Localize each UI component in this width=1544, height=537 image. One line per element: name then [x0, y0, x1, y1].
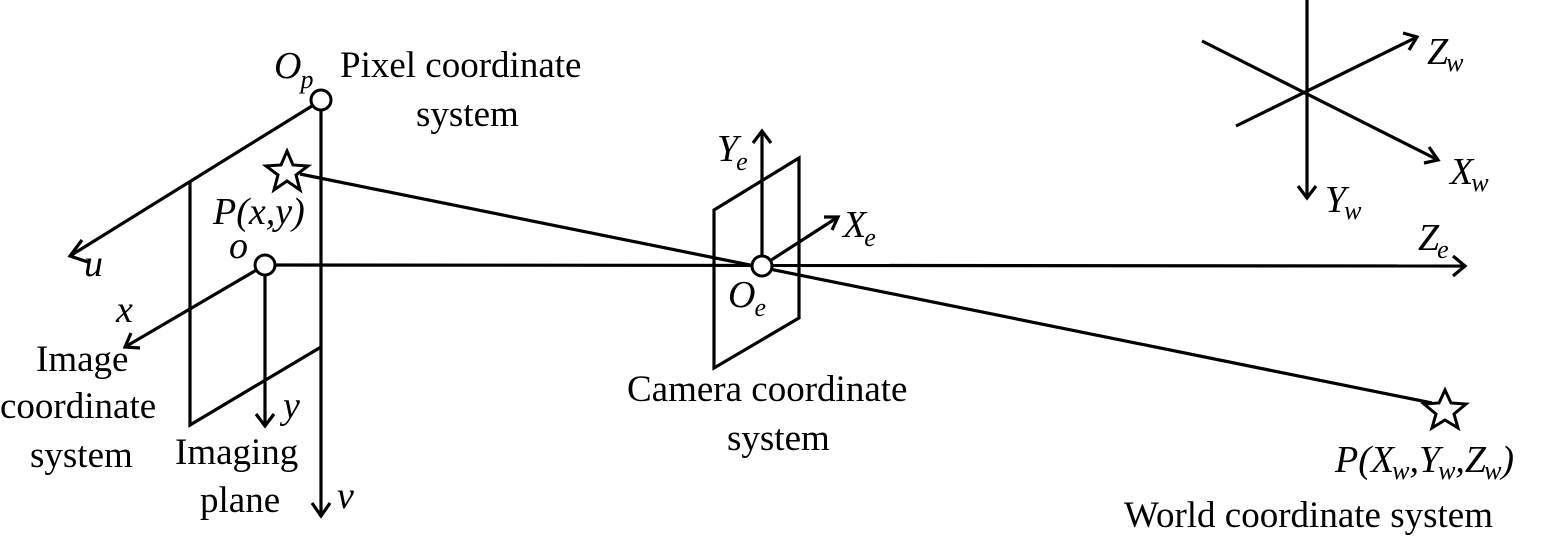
world-xw-axis [1201, 39, 1439, 162]
xe-axis-arrowhead [824, 215, 841, 231]
image-system-label-2: coordinate [0, 386, 156, 427]
optical-axis [264, 263, 1466, 268]
xe-axis-label: Xe [841, 204, 876, 252]
v-axis-label: v [337, 475, 354, 517]
ze-axis-label: Ze [1418, 217, 1449, 264]
camera-origin-marker [750, 254, 774, 278]
ye-axis-label: Ye [717, 128, 748, 176]
y-axis-arrowhead [254, 413, 276, 429]
imaging-plane-label-2: plane [200, 480, 280, 521]
image-origin-marker [253, 253, 277, 277]
imaging-plane-label-1: Imaging [175, 432, 298, 473]
image-origin-label: o [229, 225, 248, 267]
pixel-origin-marker [309, 88, 333, 112]
world-system-label: World coordinate system [1124, 495, 1493, 536]
camera-origin-label: Oe [728, 274, 766, 322]
x-axis-arrowhead [122, 332, 141, 350]
yw-axis-label: Yw [1325, 179, 1362, 225]
ye-axis-arrowhead [751, 128, 773, 144]
camera-system-label-2: system [727, 418, 830, 459]
camera-system-label-1: Camera coordinate [627, 369, 907, 410]
x-axis [124, 263, 266, 349]
v-axis-arrowhead [310, 502, 332, 519]
u-axis-label: u [84, 243, 103, 285]
world-xw-arrowhead [1423, 146, 1441, 165]
xw-axis-label: Xw [1448, 151, 1489, 197]
pixel-system-label-2: system [416, 94, 519, 135]
xe-axis [761, 215, 839, 268]
image-system-label-1: Image [36, 339, 128, 380]
image-system-label-3: system [30, 435, 133, 476]
y-axis-label: y [279, 385, 300, 427]
world-yw-arrowhead [1296, 185, 1318, 201]
world-point-star [1420, 386, 1470, 432]
zw-axis-label: Zw [1427, 31, 1464, 77]
pixel-origin-label: Op [274, 45, 313, 94]
imaging-plane [188, 182, 322, 428]
world-zw-arrowhead [1402, 31, 1420, 51]
world-zw-axis [1235, 35, 1418, 128]
image-point-star [261, 147, 313, 194]
projection-ray [299, 172, 1433, 405]
u-axis-arrowhead [67, 239, 89, 264]
ze-axis-arrowhead [1451, 254, 1468, 278]
world-point-label: P(Xw,Yw,Zw) [1334, 439, 1514, 485]
x-axis-label: x [115, 289, 133, 331]
u-axis [69, 99, 321, 258]
image-point-label: P(x,y) [212, 191, 305, 233]
pixel-system-label-1: Pixel coordinate [340, 45, 581, 86]
camera-plane [712, 155, 801, 371]
